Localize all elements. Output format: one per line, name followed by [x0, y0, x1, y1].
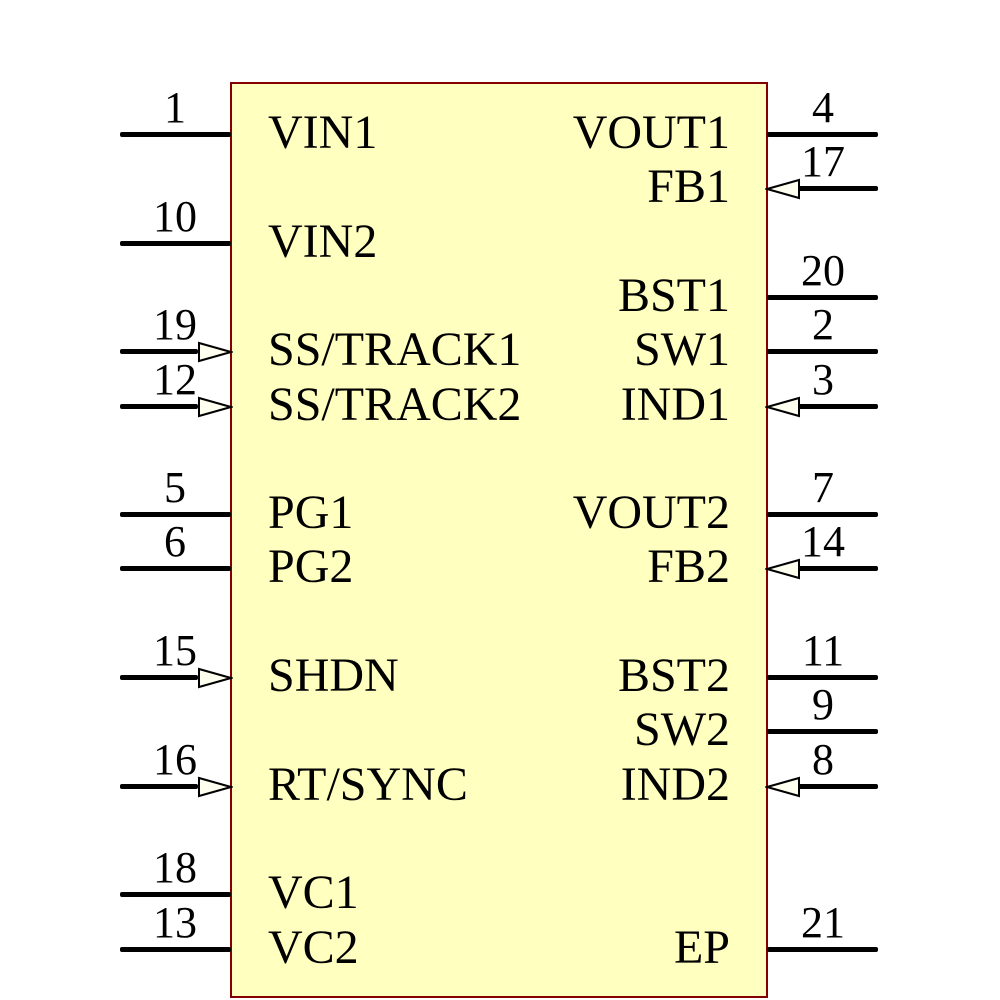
- pin-label: FB2: [647, 540, 730, 593]
- input-arrow-left-icon: [763, 177, 801, 201]
- pin-number: 7: [812, 463, 834, 512]
- pin-label: SW2: [634, 703, 730, 756]
- pin-line: [798, 784, 878, 789]
- input-arrow-left-icon: [763, 775, 801, 799]
- pin-line: [767, 512, 878, 517]
- pin-number: 5: [164, 463, 186, 512]
- input-arrow-right-icon: [197, 395, 235, 419]
- pin-number: 4: [812, 83, 834, 132]
- pin-label: VIN2: [268, 215, 378, 268]
- pin-number: 17: [801, 137, 845, 186]
- pin-line: [767, 349, 878, 354]
- pin-line: [120, 132, 231, 137]
- pin-line: [120, 404, 198, 409]
- pin-number: 19: [153, 300, 197, 349]
- pin-number: 6: [164, 517, 186, 566]
- input-arrow-right-icon: [197, 340, 235, 364]
- pin-label: PG2: [268, 540, 354, 593]
- pin-number: 8: [812, 735, 834, 784]
- pin-label: SS/TRACK1: [268, 323, 522, 376]
- pin-label: VOUT2: [572, 486, 730, 539]
- pin-line: [767, 947, 878, 952]
- pin-line: [798, 186, 878, 191]
- pin-line: [767, 295, 878, 300]
- pin-line: [120, 512, 231, 517]
- pin-label: PG1: [268, 486, 354, 539]
- pin-label: VOUT1: [572, 106, 730, 159]
- pin-line: [120, 566, 231, 571]
- pin-number: 20: [801, 246, 845, 295]
- ic-body-rect: [230, 82, 768, 998]
- input-arrow-left-icon: [763, 557, 801, 581]
- pin-line: [120, 947, 231, 952]
- pin-number: 13: [153, 898, 197, 947]
- pin-line: [798, 404, 878, 409]
- pin-number: 10: [153, 192, 197, 241]
- pin-label: IND2: [620, 758, 730, 811]
- pin-line: [120, 349, 198, 354]
- pin-label: SHDN: [268, 649, 399, 702]
- pin-label: EP: [673, 921, 730, 974]
- pin-label: SS/TRACK2: [268, 378, 522, 431]
- pin-label: VIN1: [268, 106, 378, 159]
- pin-line: [767, 675, 878, 680]
- pin-label: VC1: [268, 866, 359, 919]
- pin-label: BST2: [617, 649, 730, 702]
- pin-number: 2: [812, 300, 834, 349]
- pin-number: 18: [153, 843, 197, 892]
- pin-number: 1: [164, 83, 186, 132]
- pin-line: [120, 892, 231, 897]
- pin-line: [767, 729, 878, 734]
- input-arrow-left-icon: [763, 395, 801, 419]
- pin-number: 11: [801, 626, 845, 675]
- pin-line: [120, 784, 198, 789]
- pin-label: FB1: [647, 160, 730, 213]
- input-arrow-right-icon: [197, 775, 235, 799]
- pin-label: BST1: [617, 269, 730, 322]
- input-arrow-right-icon: [197, 666, 235, 690]
- pin-number: 14: [801, 517, 845, 566]
- pin-label: SW1: [634, 323, 730, 376]
- pin-number: 3: [812, 355, 834, 404]
- pin-number: 9: [812, 680, 834, 729]
- pin-number: 12: [153, 355, 197, 404]
- pin-line: [120, 675, 198, 680]
- pin-label: IND1: [620, 378, 730, 431]
- pin-line: [120, 241, 231, 246]
- pin-number: 15: [153, 626, 197, 675]
- pin-label: VC2: [268, 921, 359, 974]
- pin-number: 16: [153, 735, 197, 784]
- pin-label: RT/SYNC: [268, 758, 468, 811]
- pin-line: [798, 566, 878, 571]
- pin-number: 21: [801, 898, 845, 947]
- pin-line: [767, 132, 878, 137]
